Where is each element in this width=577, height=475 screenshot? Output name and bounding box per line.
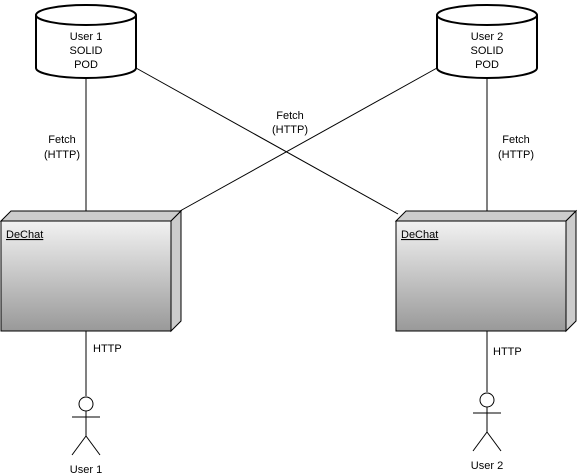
edge-labels: Fetch (HTTP) Fetch (HTTP) Fetch (HTTP) H… — [44, 108, 534, 358]
pod-user2-line2: SOLID — [470, 45, 503, 57]
fetch-right-line2: (HTTP) — [498, 149, 534, 161]
pod-user2-rim — [436, 14, 538, 26]
fetch-center-bg — [266, 108, 314, 136]
actor-user2-head — [479, 392, 495, 408]
pod-user1: User 1 SOLID POD — [35, 4, 137, 79]
pod-user1-line2: SOLID — [69, 45, 102, 57]
pod-user1-line3: POD — [74, 59, 98, 71]
http-right-label: HTTP — [493, 346, 522, 358]
actor-user1-head — [78, 396, 94, 412]
pod-user1-line1: User 1 — [70, 31, 102, 43]
actor-user2-label: User 2 — [471, 460, 503, 472]
connectors — [85, 67, 488, 396]
fetch-left-line1: Fetch — [48, 134, 76, 146]
node-dechat-1-label: DeChat — [6, 229, 43, 241]
node-dechat-1-side — [170, 209, 182, 333]
node-dechat-1-front — [0, 220, 172, 332]
fetch-left-line2: (HTTP) — [44, 149, 80, 161]
edge-pod1-dechat2 — [135, 67, 399, 215]
actor-user1-label: User 1 — [70, 464, 102, 475]
actor-user2-leg-left — [472, 431, 488, 452]
pod-user1-rim — [35, 14, 137, 26]
fetch-center-line2: (HTTP) — [272, 124, 308, 136]
node-dechat-2-side — [565, 209, 577, 333]
fetch-right-line1: Fetch — [502, 134, 530, 146]
pod-user2-line3: POD — [475, 59, 499, 71]
pod-user2: User 2 SOLID POD — [436, 4, 538, 79]
node-dechat-1: DeChat — [0, 209, 183, 333]
actor-user1 — [71, 396, 101, 456]
pod-user2-line1: User 2 — [471, 31, 503, 43]
edge-pod2-dechat1 — [179, 67, 438, 212]
node-dechat-1-top — [0, 210, 183, 222]
node-dechat-2: DeChat — [394, 209, 577, 333]
node-dechat-2-top — [394, 210, 577, 222]
node-dechat-2-label: DeChat — [401, 229, 438, 241]
actor-user2 — [472, 392, 502, 452]
http-left-label: HTTP — [93, 343, 122, 355]
fetch-center-line1: Fetch — [276, 110, 304, 122]
actor-user1-leg-right — [85, 435, 101, 456]
actor-user2-leg-right — [486, 431, 502, 452]
node-dechat-2-front — [395, 220, 567, 332]
actor-user1-leg-left — [71, 435, 87, 456]
